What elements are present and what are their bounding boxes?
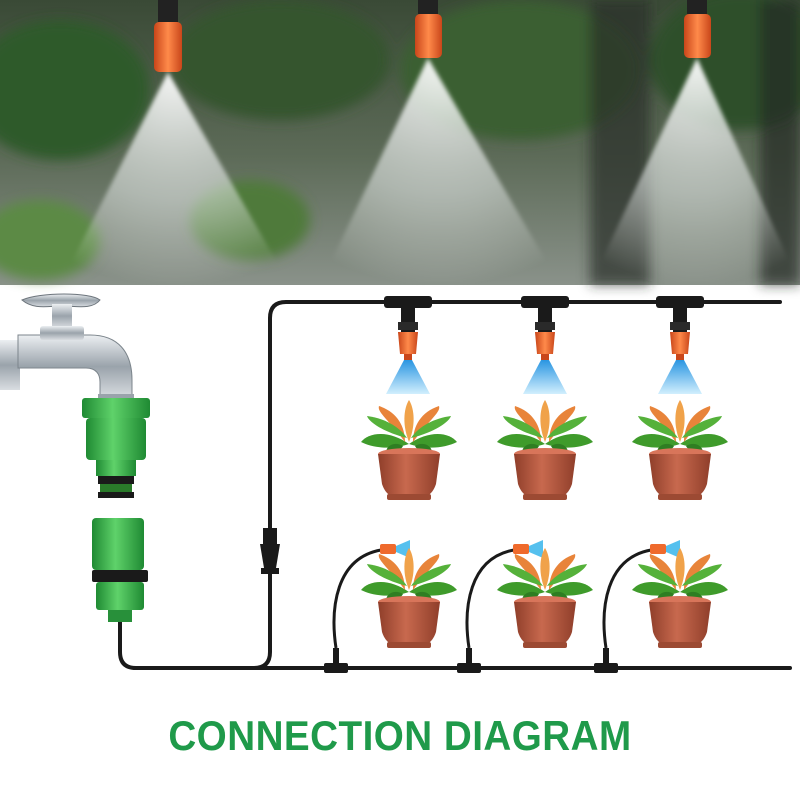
green-hose-connector-icon <box>82 398 150 622</box>
water-tap-icon <box>0 293 134 404</box>
potted-plant-icon <box>361 548 457 648</box>
overhead-nozzle-icon <box>656 296 704 394</box>
inline-valve-icon <box>260 528 280 574</box>
overhead-nozzle-icon <box>384 296 432 394</box>
potted-plant-icon <box>632 548 728 648</box>
potted-plant-icon <box>497 548 593 648</box>
photo-nozzle-1 <box>154 0 182 72</box>
potted-plant-icon <box>361 400 457 500</box>
bottom-row <box>322 538 728 675</box>
diagram-caption: CONNECTION DIAGRAM <box>168 712 632 759</box>
photo-nozzle-3 <box>684 0 711 58</box>
misting-photo <box>0 0 800 285</box>
potted-plant-icon <box>497 400 593 500</box>
overhead-nozzle-icon <box>521 296 569 394</box>
potted-plant-icon <box>632 400 728 500</box>
photo-nozzle-2 <box>415 0 442 58</box>
top-row <box>361 296 728 500</box>
